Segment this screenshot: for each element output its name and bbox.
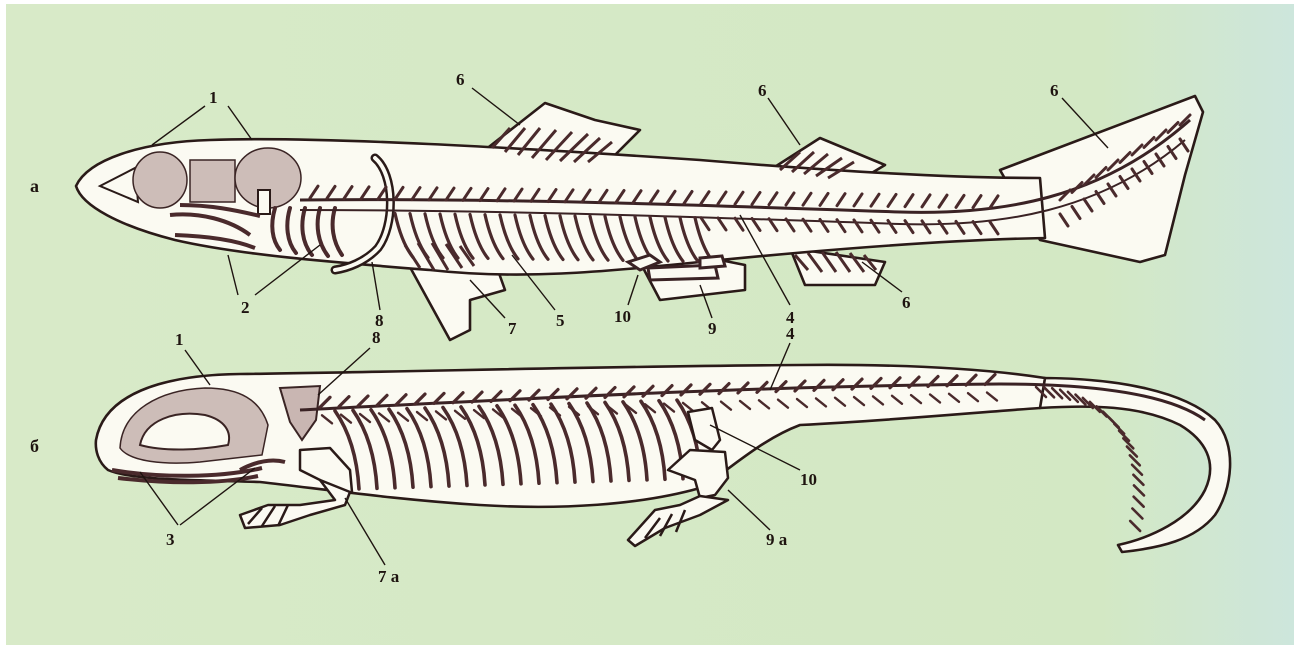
tetrapod-label-7a: 7 а xyxy=(378,567,400,586)
tetrapod-label-4: 4 xyxy=(786,324,795,343)
fish-label-2: 2 xyxy=(241,298,250,317)
tetrapod-label-1: 1 xyxy=(175,330,184,349)
fish-label-5: 5 xyxy=(556,311,565,330)
tetrapod-label-3: 3 xyxy=(166,530,175,549)
fish-label-7: 7 xyxy=(508,319,517,338)
background xyxy=(6,4,1294,645)
tetrapod-label-8: 8 xyxy=(372,328,381,347)
fish-label-9: 9 xyxy=(708,319,717,338)
fish-label-6-tail: 6 xyxy=(1050,81,1059,100)
orbit-region xyxy=(190,160,235,202)
fish-label-6-second-dorsal: 6 xyxy=(758,81,767,100)
panel-label-b: б xyxy=(30,436,39,456)
fish-label-10: 10 xyxy=(614,307,631,326)
fish-label-1: 1 xyxy=(209,88,218,107)
tetrapod-label-10: 10 xyxy=(800,470,817,489)
hyomandibula xyxy=(258,190,270,214)
tetrapod-label-9a: 9 а xyxy=(766,530,788,549)
panel-label-a: а xyxy=(30,176,39,196)
nasal-capsule xyxy=(133,152,187,208)
fish-label-6-anal: 6 xyxy=(902,293,911,312)
fish-label-6-first-dorsal: 6 xyxy=(456,70,465,89)
